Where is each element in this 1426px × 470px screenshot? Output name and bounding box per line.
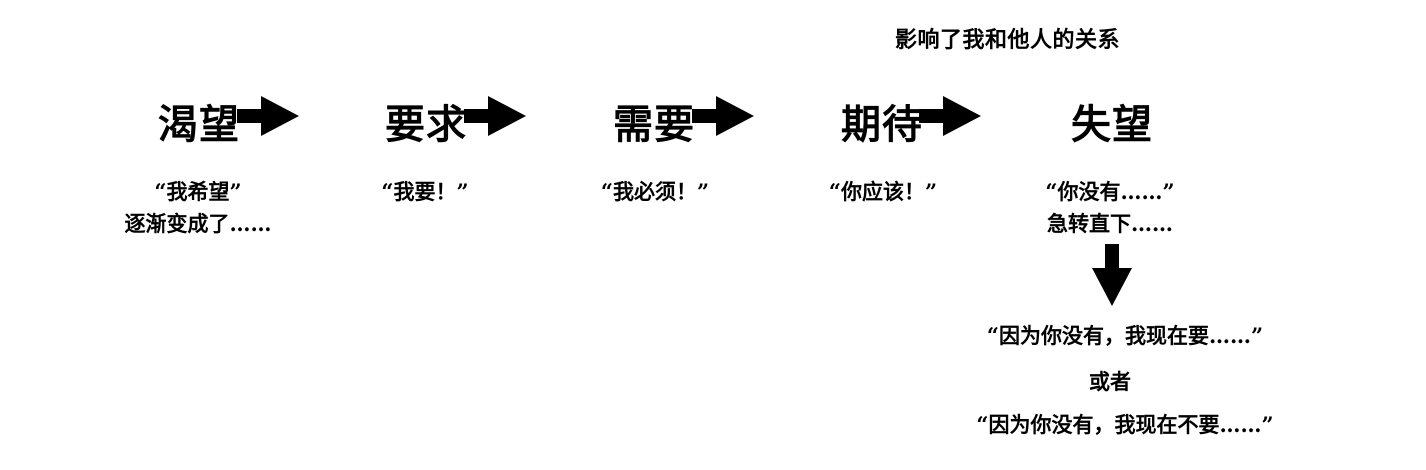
stage-quote-disappointment: “你没有……” 急转直下…… bbox=[1020, 176, 1200, 240]
quote-line: “我必须！” bbox=[600, 179, 710, 204]
outcome-option-not-want: “因为你没有，我现在不要……” bbox=[976, 412, 1274, 437]
stage-label-expectation: 期待 bbox=[841, 101, 923, 148]
stage-quote-expectation: “你应该！” bbox=[803, 176, 963, 208]
stage-quote-desire: “我希望” 逐渐变成了…… bbox=[108, 176, 288, 240]
stage-label-demand: 要求 bbox=[385, 101, 467, 148]
quote-line: “我要！” bbox=[381, 179, 469, 204]
stage-label-desire: 渴望 bbox=[158, 101, 240, 148]
right-arrow-icon bbox=[919, 96, 983, 136]
stage-label-need: 需要 bbox=[613, 101, 695, 148]
quote-line: 逐渐变成了…… bbox=[124, 211, 272, 236]
quote-line: 急转直下…… bbox=[1047, 211, 1173, 236]
quote-line: “我希望” bbox=[154, 179, 242, 204]
right-arrow-icon bbox=[237, 96, 301, 136]
relationship-note: 影响了我和他人的关系 bbox=[895, 27, 1121, 53]
quote-line: “你应该！” bbox=[828, 179, 938, 204]
stage-quote-demand: “我要！” bbox=[345, 176, 505, 208]
outcome-option-want: “因为你没有，我现在要……” bbox=[986, 323, 1264, 348]
right-arrow-icon bbox=[692, 96, 756, 136]
right-arrow-icon bbox=[464, 96, 528, 136]
stage-label-disappointment: 失望 bbox=[1071, 101, 1153, 148]
quote-line: “你没有……” bbox=[1045, 179, 1175, 204]
down-arrow-icon bbox=[1092, 244, 1132, 308]
stage-quote-need: “我必须！” bbox=[575, 176, 735, 208]
outcome-connector: 或者 bbox=[1089, 369, 1131, 394]
